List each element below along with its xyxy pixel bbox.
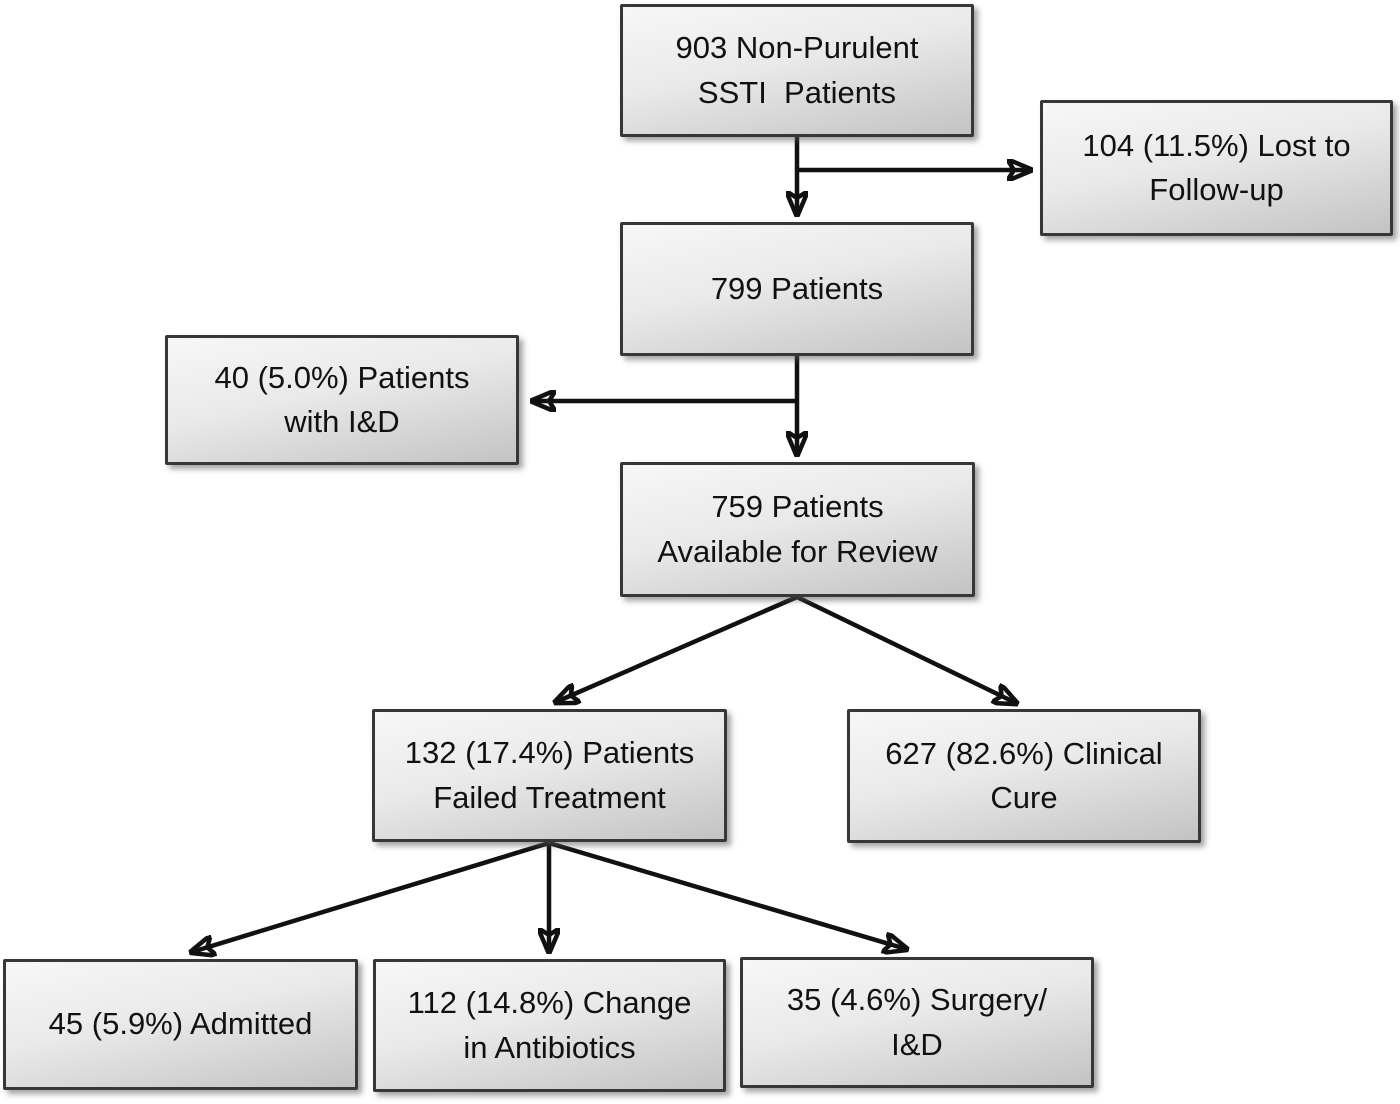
arrow-failed-to-surgery — [548, 840, 906, 949]
arrow-759-to-cure — [796, 594, 1016, 703]
node-clinical-cure: 627 (82.6%) Clinical Cure — [847, 709, 1201, 843]
node-surgery-i-and-d: 35 (4.6%) Surgery/ I&D — [740, 957, 1094, 1088]
node-799-patients: 799 Patients — [620, 222, 974, 356]
node-admitted: 45 (5.9%) Admitted — [3, 959, 358, 1090]
node-available-for-review: 759 Patients Available for Review — [620, 462, 975, 597]
node-non-purulent-ssti-patients: 903 Non-Purulent SSTI Patients — [620, 4, 974, 137]
node-patients-with-i-and-d: 40 (5.0%) Patients with I&D — [165, 335, 519, 465]
node-failed-treatment: 132 (17.4%) Patients Failed Treatment — [372, 709, 727, 842]
node-lost-to-follow-up: 104 (11.5%) Lost to Follow-up — [1040, 100, 1393, 236]
node-change-in-antibiotics: 112 (14.8%) Change in Antibiotics — [373, 959, 726, 1092]
arrow-failed-to-admitted — [192, 840, 550, 952]
arrow-759-to-failed — [556, 594, 798, 702]
